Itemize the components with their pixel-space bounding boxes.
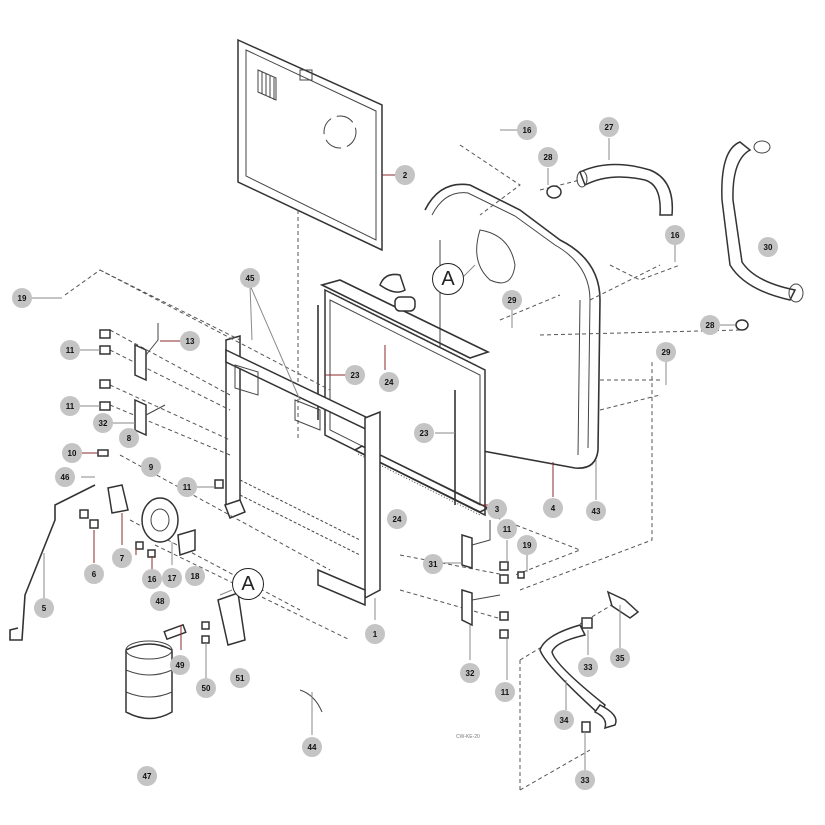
part-label-35: 35	[610, 648, 630, 668]
part-label-11-a: 11	[60, 340, 80, 360]
part-label-8: 8	[119, 428, 139, 448]
part-label-28-right: 28	[700, 315, 720, 335]
part-label-19-left: 19	[12, 288, 32, 308]
part-label-9: 9	[141, 457, 161, 477]
lower-hose	[721, 140, 804, 331]
part-label-23-left: 23	[345, 365, 365, 385]
assembly-guide-lines	[64, 144, 741, 791]
part-label-32-left: 32	[93, 413, 113, 433]
part-label-16-right: 16	[665, 225, 685, 245]
radiator-cover-panel	[237, 38, 383, 252]
part-label-51: 51	[230, 668, 250, 688]
part-label-6: 6	[84, 564, 104, 584]
part-label-11-e: 11	[495, 682, 515, 702]
part-label-24-bottom: 24	[387, 509, 407, 529]
part-label-33-bottom: 33	[575, 770, 595, 790]
part-label-1: 1	[365, 624, 385, 644]
part-label-2: 2	[395, 165, 415, 185]
right-brackets	[461, 520, 525, 639]
part-label-50: 50	[196, 678, 216, 698]
water-pipe	[539, 590, 640, 733]
part-label-17: 17	[162, 568, 182, 588]
part-label-29-right: 29	[656, 342, 676, 362]
part-label-45: 45	[240, 268, 260, 288]
part-label-16-left: 16	[142, 569, 162, 589]
part-label-33-top: 33	[578, 657, 598, 677]
reservoir-tank	[125, 591, 246, 720]
radiator-support-frame	[224, 335, 381, 607]
part-label-49: 49	[170, 655, 190, 675]
part-label-11-b: 11	[60, 396, 80, 416]
part-label-13: 13	[180, 331, 200, 351]
part-label-19-right: 19	[517, 535, 537, 555]
part-label-11-d: 11	[497, 519, 517, 539]
part-label-24-top: 24	[379, 372, 399, 392]
part-label-4: 4	[543, 498, 563, 518]
part-label-29-top: 29	[502, 290, 522, 310]
leader-lines	[20, 129, 735, 770]
drawing-code: CW-KE-20	[456, 734, 480, 740]
part-label-30: 30	[758, 237, 778, 257]
part-label-23-right: 23	[414, 423, 434, 443]
overflow-tube	[299, 689, 323, 713]
upper-hose	[546, 163, 674, 216]
part-label-16-top: 16	[517, 120, 537, 140]
detail-callout-a-lower: A	[232, 568, 264, 600]
part-label-28-top: 28	[538, 147, 558, 167]
radiator-core	[317, 273, 491, 517]
part-label-31: 31	[423, 554, 443, 574]
part-label-34: 34	[554, 710, 574, 730]
part-label-27: 27	[599, 117, 619, 137]
part-label-7: 7	[112, 548, 132, 568]
part-label-47: 47	[137, 766, 157, 786]
part-label-32-right: 32	[460, 663, 480, 683]
part-label-48: 48	[150, 591, 170, 611]
part-label-44: 44	[302, 737, 322, 757]
left-hardware	[9, 323, 224, 641]
detail-callout-a-upper: A	[432, 263, 464, 295]
part-label-11-c: 11	[177, 477, 197, 497]
part-label-3: 3	[487, 499, 507, 519]
part-label-43: 43	[586, 501, 606, 521]
part-label-46: 46	[55, 467, 75, 487]
part-label-10: 10	[62, 443, 82, 463]
part-label-18: 18	[185, 566, 205, 586]
part-label-5: 5	[34, 598, 54, 618]
